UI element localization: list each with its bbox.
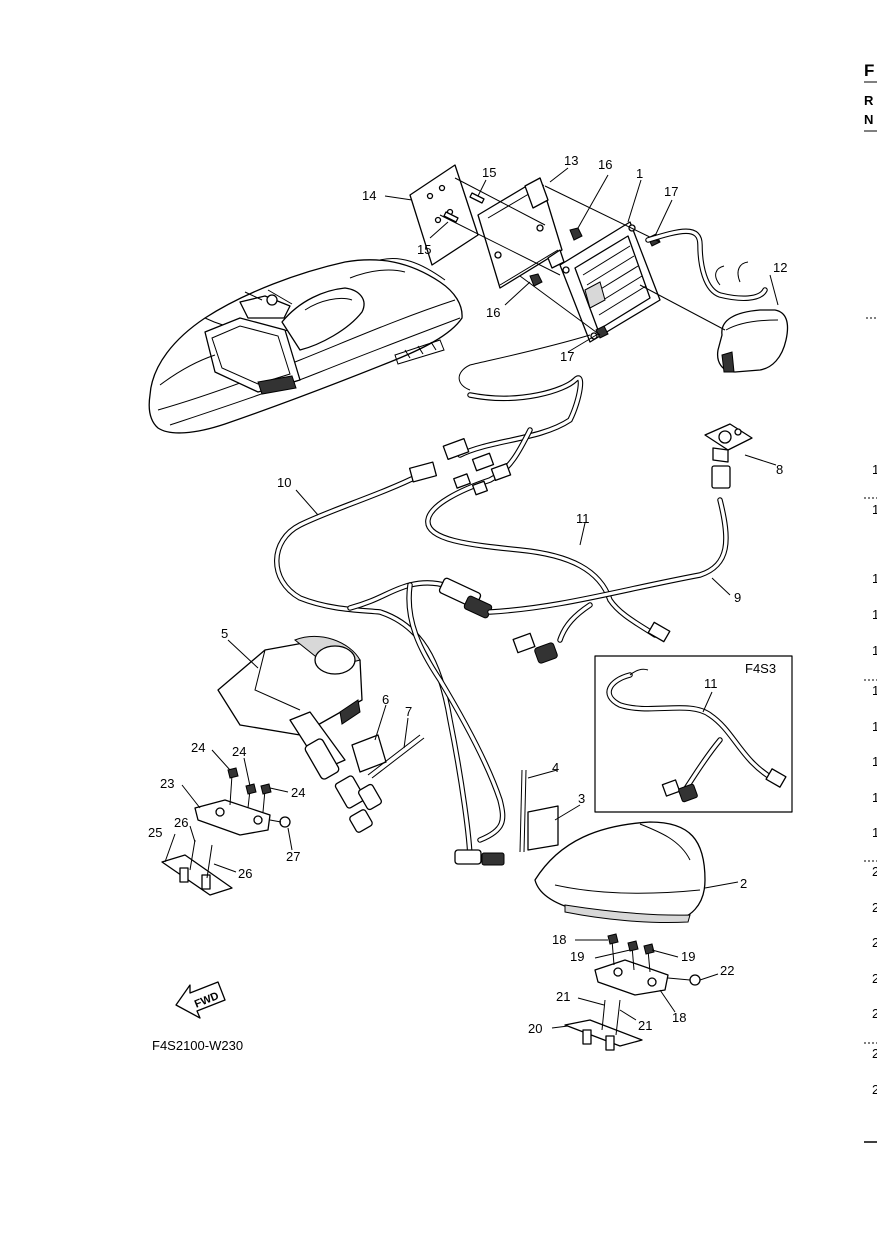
callout-16: 16 xyxy=(486,305,500,320)
cable-9 xyxy=(487,465,731,615)
edge-row-digit: 1 xyxy=(872,502,877,517)
mount-23 xyxy=(194,767,291,836)
plate-20 xyxy=(564,999,643,1051)
callout-3: 3 xyxy=(578,791,585,806)
callout-numbers: 14 15 15 13 16 1 17 16 17 12 8 10 11 9 5… xyxy=(148,153,787,1036)
nuts-16 xyxy=(529,227,583,287)
edge-row-digit: 1 xyxy=(872,462,877,477)
callout-19: 19 xyxy=(681,949,695,964)
fwd-arrow: FWD xyxy=(175,981,226,1019)
callout-24: 24 xyxy=(191,740,205,755)
callout-20: 20 xyxy=(528,1021,542,1036)
diagram-code: F4S2100-W230 xyxy=(152,1038,243,1053)
wire-harness-10 xyxy=(274,334,671,866)
edge-row-digit: 2 xyxy=(872,1046,877,1061)
switch-8 xyxy=(704,423,753,463)
callout-27: 27 xyxy=(286,849,300,864)
watercraft-illustration xyxy=(148,257,463,434)
edge-heading-char: F xyxy=(864,61,874,80)
callout-21: 21 xyxy=(638,1018,652,1033)
edge-row-digit: 2 xyxy=(872,1006,877,1021)
callout-6: 6 xyxy=(382,692,389,707)
edge-row-digit: 2 xyxy=(872,971,877,986)
callout-26: 26 xyxy=(238,866,252,881)
module-12 xyxy=(716,309,789,373)
callout-18: 18 xyxy=(672,1010,686,1025)
edge-row-digit: 2 xyxy=(872,935,877,950)
callout-25: 25 xyxy=(148,825,162,840)
callout-24: 24 xyxy=(291,785,305,800)
callout-19: 18 xyxy=(552,932,566,947)
inset-part-callout: 11 xyxy=(704,676,718,691)
callout-10: 10 xyxy=(277,475,291,490)
callout-9: 9 xyxy=(734,590,741,605)
tie-4 xyxy=(519,769,527,853)
edge-row-digit: 1 xyxy=(872,719,877,734)
callout-21: 21 xyxy=(556,989,570,1004)
inset-label: F4S3 xyxy=(745,661,776,676)
callout-24: 24 xyxy=(232,744,246,759)
inset-box: F4S3 11 xyxy=(594,655,793,813)
callout-13: 13 xyxy=(564,153,578,168)
callout-14: 14 xyxy=(362,188,376,203)
callout-11: 11 xyxy=(576,511,590,526)
callout-23: 23 xyxy=(160,776,174,791)
leader-lines xyxy=(164,167,777,1029)
label-3 xyxy=(527,805,559,851)
callout-15: 15 xyxy=(417,242,431,257)
callout-12: 12 xyxy=(773,260,787,275)
ecu-unit-1 xyxy=(559,221,661,343)
right-edge-cropped-text: F R N 1 1 1 1 1 1 1 1 1 1 2 2 2 2 2 2 2 xyxy=(864,61,877,1143)
edge-row-digit: 2 xyxy=(872,900,877,915)
mount-18 xyxy=(594,933,701,996)
edge-row-digit: 2 xyxy=(872,864,877,879)
edge-row-digit: 2 xyxy=(872,1082,877,1097)
callout-19: 19 xyxy=(570,949,584,964)
ecu-cable xyxy=(645,228,768,302)
edge-row-digit: 1 xyxy=(872,754,877,769)
callout-4: 4 xyxy=(552,760,559,775)
bracket-13 xyxy=(477,177,565,289)
edge-heading-char: N xyxy=(864,112,873,127)
callout-22: 22 xyxy=(720,963,734,978)
callout-16: 16 xyxy=(598,157,612,172)
callout-17: 17 xyxy=(560,349,574,364)
callout-7: 7 xyxy=(405,704,412,719)
edge-row-digit: 1 xyxy=(872,571,877,586)
plate-25 xyxy=(161,839,233,896)
callout-26: 26 xyxy=(174,815,188,830)
callout-17: 17 xyxy=(664,184,678,199)
meter-2 xyxy=(534,821,706,924)
edge-row-digit: 1 xyxy=(872,643,877,658)
edge-row-digit: 1 xyxy=(872,683,877,698)
edge-row-digit: 1 xyxy=(872,825,877,840)
callout-8: 8 xyxy=(776,462,783,477)
edge-row-digit: 1 xyxy=(872,790,877,805)
label-6 xyxy=(351,734,387,773)
callout-5: 5 xyxy=(221,626,228,641)
callout-2: 2 xyxy=(740,876,747,891)
tie-7 xyxy=(367,734,425,779)
bolts-15 xyxy=(439,177,561,276)
callout-1: 1 xyxy=(636,166,643,181)
callout-15: 15 xyxy=(482,165,496,180)
edge-heading-char: R xyxy=(864,93,874,108)
edge-row-digit: 1 xyxy=(872,607,877,622)
